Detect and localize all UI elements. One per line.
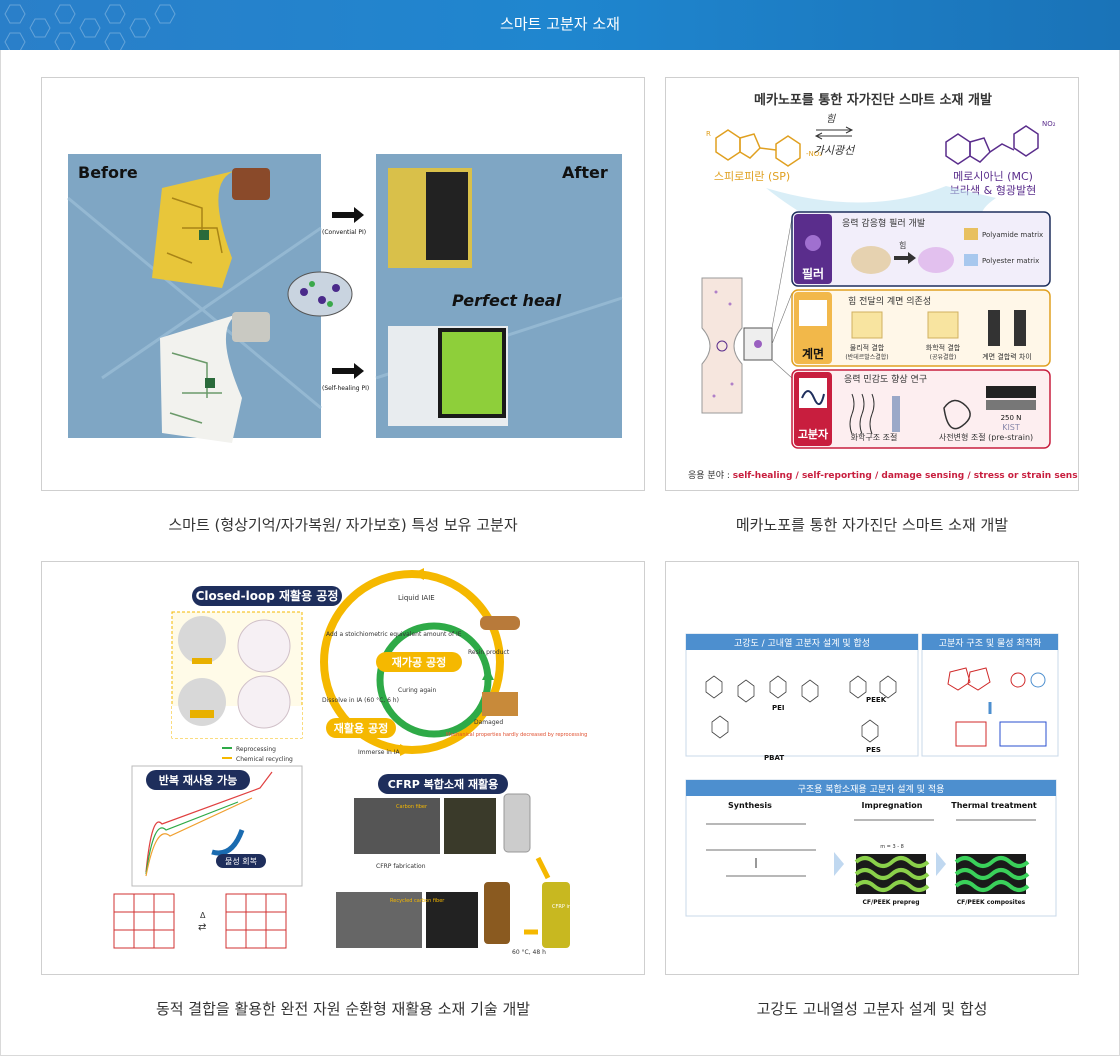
- rolled-film-icon: [232, 168, 270, 200]
- mechanical-label: Mechanical properties hardly decreased b…: [446, 732, 587, 738]
- card-3-caption: 동적 결합을 활용한 완전 자원 순환형 재활용 소재 기술 개발: [155, 1000, 531, 1018]
- legend-chemical: Chemical recycling: [236, 756, 293, 763]
- svg-text:응용 분야 : self-healing / self-re: 응용 분야 : self-healing / self-reporting / …: [688, 470, 1079, 481]
- svg-text:⇄: ⇄: [198, 922, 206, 933]
- hexagon-pattern-icon: [4, 4, 176, 50]
- dogbone-specimen-icon: [701, 277, 743, 414]
- interface-tag: 계면: [802, 346, 824, 361]
- card-recycling-image: Closed-loop 재활용 공정 재가공 공정 재활용 공정 Liquid …: [41, 561, 645, 975]
- cfrp-label: CFRP 복합소재 재활용: [388, 777, 499, 791]
- force-value-label: 250 N: [1001, 414, 1022, 422]
- physical-bond-note: (반데르발스결합): [845, 353, 888, 361]
- composites-label: CF/PEEK composites: [957, 899, 1026, 906]
- curing-label: Curing again: [398, 687, 436, 694]
- card-self-healing-image: Before After (Convential PI) (Self-heali…: [41, 77, 645, 491]
- filler-force-label: 힘: [899, 240, 906, 250]
- perfect-heal-label: Perfect heal: [452, 291, 562, 310]
- temp-label: 60 °C, 48 h: [512, 949, 546, 956]
- sp-molecule-icon: [715, 129, 801, 167]
- svg-text:R: R: [706, 130, 711, 138]
- svg-text:Δ: Δ: [200, 911, 206, 920]
- card-4-caption: 고강도 고내열성 고분자 설계 및 합성: [756, 1000, 988, 1018]
- sp-label: 스피로피란 (SP): [714, 170, 790, 183]
- carbon-fiber-label: Carbon fiber: [396, 804, 428, 810]
- cfrp-fab-label: CFRP fabrication: [376, 863, 426, 870]
- mc-label: 메로시아닌 (MC): [953, 170, 1033, 183]
- card-high-strength-image: 고강도 / 고내열 고분자 설계 및 합성 고분자 구조 및 물성 최적화 PE…: [665, 561, 1079, 975]
- peek-label: PEEK: [866, 696, 887, 704]
- force-label: 힘: [826, 113, 836, 125]
- filler-tag: 필러: [802, 266, 824, 281]
- visible-light-label: 가시광선: [814, 144, 856, 157]
- interface-panel: [791, 289, 1051, 367]
- conventional-pi-label: (Convential PI): [322, 229, 366, 236]
- repeat-reuse-label: 반복 재사용 가능: [159, 773, 238, 787]
- self-healing-pi-label: (Self-healing PI): [322, 385, 369, 392]
- resin-label: Resin product: [468, 649, 510, 656]
- interface-diff-label: 계면 결합력 차이: [982, 352, 1032, 361]
- recover-label: 물성 회복: [225, 857, 257, 866]
- reprocess-label: 재가공 공정: [392, 655, 446, 669]
- card-mechanophore-image: 메카노포를 통한 자가진단 스마트 소재 개발 -NO₂ R 힘 가시광선 스피…: [665, 77, 1079, 491]
- chemical-bond-note: (공유결합): [930, 353, 957, 361]
- closed-loop-label: Closed-loop 재활용 공정: [196, 588, 339, 603]
- prestrain-label: 사전변형 조절 (pre-strain): [939, 432, 1033, 442]
- application-label: 응용 분야 :: [688, 470, 733, 481]
- recycle-label: 재활용 공정: [334, 721, 388, 735]
- mc-molecule-icon: [945, 125, 1039, 165]
- impregnation-label: Impregnation: [862, 801, 923, 810]
- high-strength-figure: 고강도 / 고내열 고분자 설계 및 합성 고분자 구조 및 물성 최적화 PE…: [685, 633, 1059, 917]
- reprocess-cycle-icon: [376, 622, 492, 738]
- arrow-icons: [332, 207, 364, 379]
- interface-title: 힘 전달의 계면 의존성: [848, 295, 931, 307]
- polyester-label: Polyester matrix: [982, 257, 1039, 265]
- section-2-header: 고분자 구조 및 물성 최적화: [939, 637, 1042, 649]
- filler-title: 응력 감응형 필러 개발: [842, 217, 925, 229]
- before-label: Before: [78, 163, 138, 182]
- closed-loop-badge: [192, 586, 342, 606]
- liquid-label: Liquid IAIE: [398, 594, 435, 602]
- polymer-title: 응력 민감도 향상 연구: [844, 373, 927, 385]
- prepreg-label: CF/PEEK prepreg: [863, 899, 920, 906]
- m-range-label: m = 3 - 8: [880, 844, 904, 850]
- thermal-label: Thermal treatment: [951, 801, 1037, 810]
- card-1-caption: 스마트 (형상기억/자가복원/ 자가보호) 특성 보유 고분자: [168, 516, 518, 534]
- section-3-header: 구조용 복합소재용 고분자 설계 및 적용: [798, 783, 945, 795]
- cfrp-ia-label: CFRP in IA: [552, 904, 578, 910]
- self-healing-figure: Before After (Convential PI) (Self-heali…: [67, 154, 623, 443]
- svg-text:-NO₂: -NO₂: [806, 150, 822, 158]
- polymer-panel: [791, 369, 1051, 449]
- section-1-header: 고강도 / 고내열 고분자 설계 및 합성: [734, 637, 870, 649]
- pes-label: PES: [866, 746, 881, 754]
- mechanophore-figure: 메카노포를 통한 자가진단 스마트 소재 개발 -NO₂ R 힘 가시광선 스피…: [688, 92, 1079, 481]
- pbat-label: PBAT: [764, 754, 784, 762]
- svg-text:NO₂: NO₂: [1042, 120, 1056, 128]
- add-label: Add a stoichiometric equivalent amount o…: [326, 631, 462, 638]
- recycling-figure: Closed-loop 재활용 공정 재가공 공정 재활용 공정 Liquid …: [113, 568, 587, 956]
- polyamide-label: Polyamide matrix: [982, 231, 1043, 239]
- synthesis-label: Synthesis: [728, 801, 772, 810]
- rolled-film-white-icon: [232, 312, 270, 342]
- physical-bond-label: 물리적 결합: [850, 343, 885, 352]
- damaged-label: Damaged: [474, 719, 503, 726]
- mechanophore-title: 메카노포를 통한 자가진단 스마트 소재 개발: [754, 92, 992, 108]
- page-header: 스마트 고분자 소재: [0, 0, 1120, 50]
- immerse-label: Immerse in IA: [358, 749, 400, 756]
- page-title: 스마트 고분자 소재: [500, 15, 620, 33]
- after-label: After: [562, 163, 608, 182]
- dissolve-label: Dissolve in IA (60 °C, 6 h): [322, 697, 399, 704]
- recycled-cf-label: Recycled carbon fiber: [390, 898, 445, 904]
- legend-reprocessing: Reprocessing: [236, 746, 276, 753]
- chem-structure-label: 화학구조 조절: [851, 432, 898, 442]
- chemical-bond-label: 화학적 결합: [926, 343, 961, 352]
- kist-label: KIST: [1002, 423, 1020, 432]
- application-value: self-healing / self-reporting / damage s…: [733, 471, 1079, 481]
- card-2-caption: 메카노포를 통한 자가진단 스마트 소재 개발: [735, 516, 1009, 534]
- polymer-tag: 고분자: [798, 427, 829, 441]
- pei-label: PEI: [772, 704, 785, 712]
